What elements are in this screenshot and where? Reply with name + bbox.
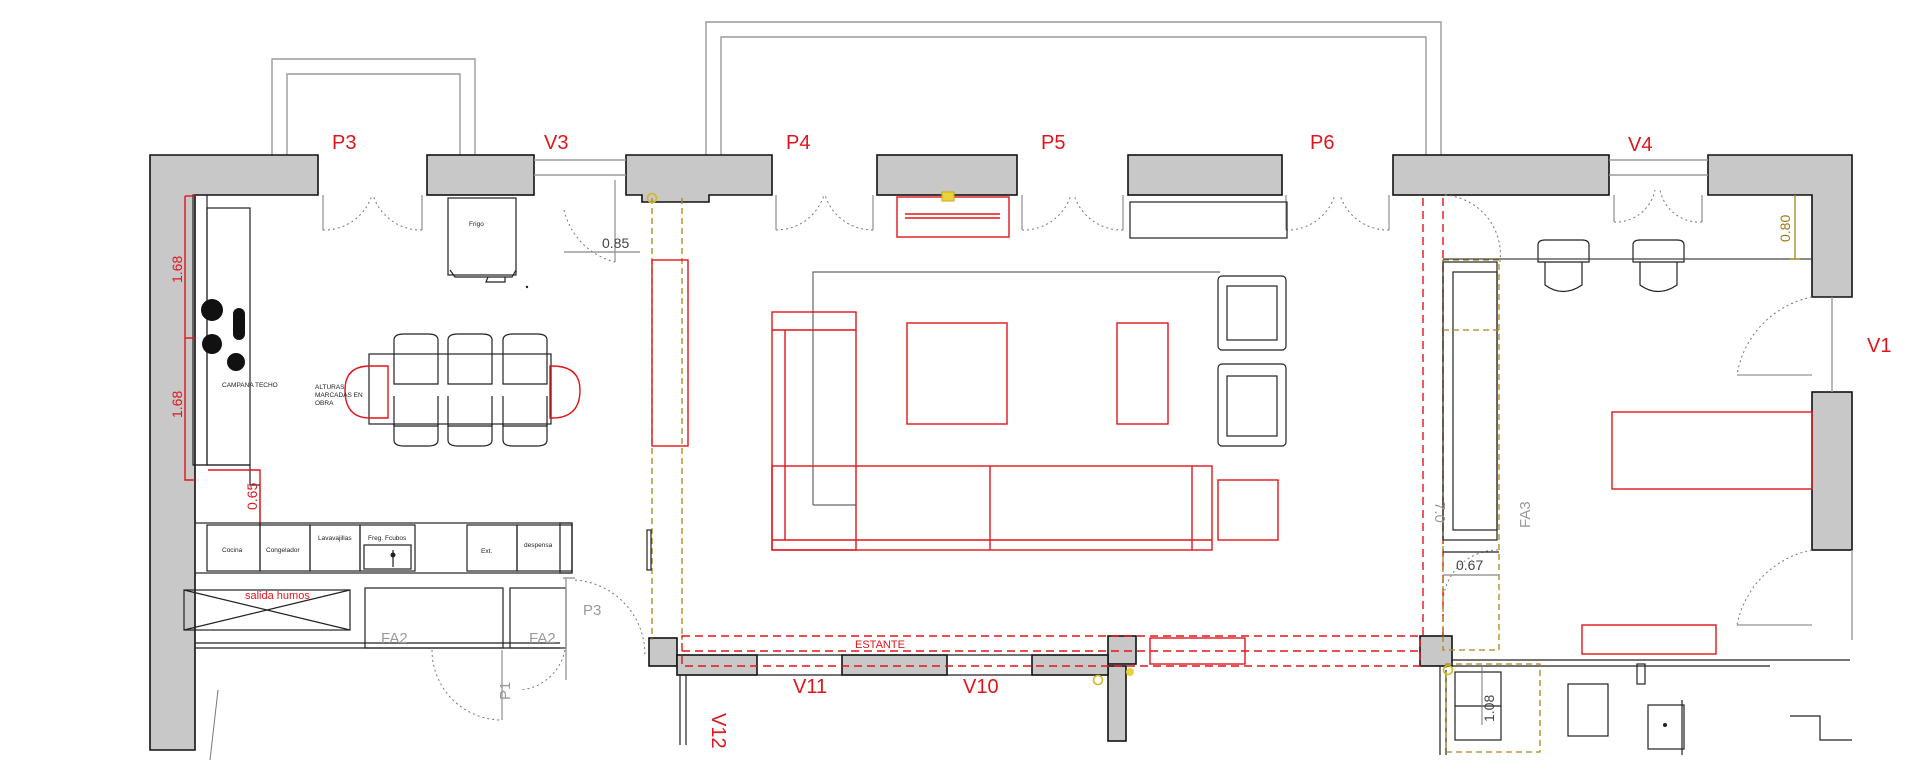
- lavavajillas-label: Lavavajillas: [318, 535, 352, 542]
- walls: [149, 154, 1853, 751]
- dimension-labels: 1.68 1.68 0.65 0.85 0.80 0.67 1.08 7.0: [169, 215, 1793, 722]
- label-p3-top: P3: [332, 132, 356, 154]
- dim-065: 0.65: [244, 483, 260, 510]
- balcony-outlines: [271, 21, 1442, 155]
- label-v12: V12: [707, 713, 729, 749]
- despensa-label: despensa: [524, 542, 553, 549]
- alturas-label-3: OBRA: [315, 400, 334, 407]
- doors: [209, 180, 1813, 761]
- label-p1: P1: [497, 682, 514, 700]
- label-p6: P6: [1310, 132, 1334, 154]
- right-room: [1422, 198, 1813, 755]
- label-estante: ESTANTE: [855, 639, 905, 651]
- zone-labels: FA2 FA2 FA3 ESTANTE: [381, 501, 1534, 651]
- desk-chairs: [1537, 239, 1685, 293]
- frigo-label: Frigo: [469, 221, 484, 228]
- dining-chairs: [393, 333, 548, 447]
- label-p5: P5: [1041, 132, 1065, 154]
- label-v4: V4: [1628, 134, 1652, 156]
- congelador-label: Congelador: [266, 547, 300, 554]
- label-v1: V1: [1867, 335, 1891, 357]
- salida-humos-label: salida humos: [245, 590, 310, 602]
- alturas-label-1: ALTURAS: [315, 384, 345, 391]
- label-v10: V10: [963, 676, 999, 698]
- label-fa3: FA3: [1517, 501, 1534, 528]
- living-room: [646, 191, 1421, 686]
- armchairs: [1217, 275, 1287, 447]
- fregadero-label: Freg. Fcubos: [368, 535, 407, 542]
- alturas-label-2: MARCADAS EN: [315, 392, 363, 399]
- dim-080: 0.80: [1777, 215, 1793, 242]
- dim-067: 0.67: [1456, 557, 1483, 573]
- label-p4: P4: [786, 132, 810, 154]
- label-fa2-right: FA2: [529, 630, 556, 647]
- dim-168-top: 1.68: [169, 256, 185, 283]
- cocina-label: Cocina: [222, 547, 243, 554]
- extra-label: Ext.: [481, 548, 492, 555]
- label-fa2-left: FA2: [381, 630, 408, 647]
- dim-168-bottom: 1.68: [169, 391, 185, 418]
- opening-labels: P3 V3 P4 P5 P6 V4 V1 V11 V10 V12 P3 P1: [332, 132, 1891, 749]
- dim-70: 7.0: [1431, 502, 1448, 523]
- dim-085: 0.85: [602, 235, 629, 251]
- dimension-lines: [564, 195, 1800, 725]
- label-p3-side: P3: [583, 602, 601, 619]
- campana-label: CAMPANA TECHO: [222, 382, 278, 389]
- label-v11: V11: [793, 676, 827, 698]
- kitchen: CAMPANA TECHO Frigo ALTURAS MARCADAS EN …: [183, 194, 581, 680]
- dim-108: 1.08: [1481, 695, 1497, 722]
- label-v3: V3: [544, 132, 568, 154]
